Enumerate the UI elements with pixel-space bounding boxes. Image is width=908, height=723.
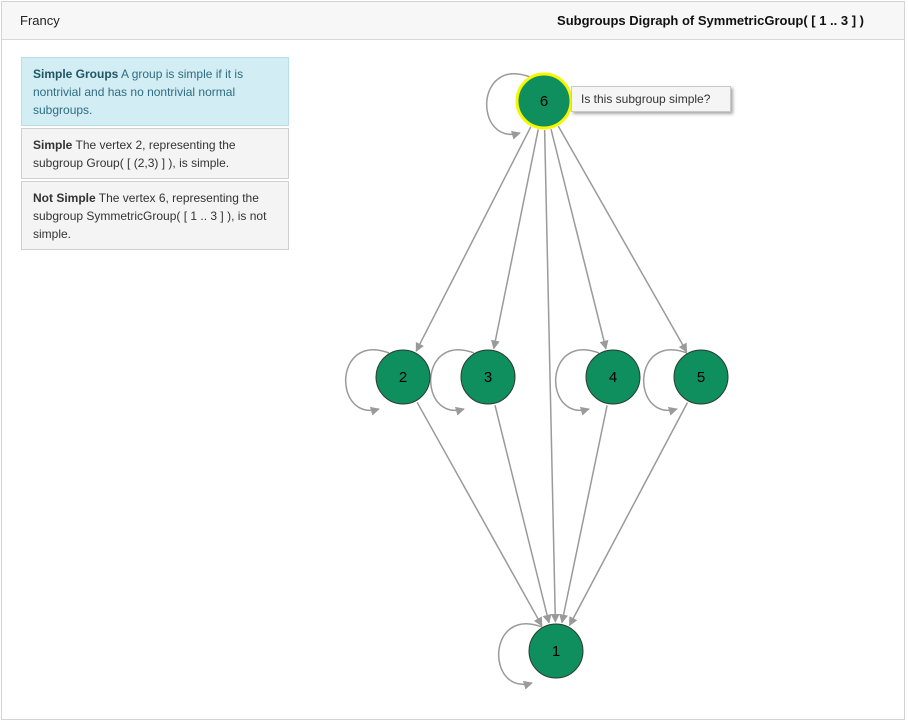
edge-2-1 bbox=[416, 401, 543, 627]
vertex-circle[interactable] bbox=[528, 623, 584, 679]
info-panel-not-simple: Not Simple The vertex 6, representing th… bbox=[21, 181, 289, 250]
graph-title: Subgroups Digraph of SymmetricGroup( [ 1… bbox=[557, 13, 864, 28]
vertex-3[interactable]: 3 bbox=[460, 349, 516, 405]
self-loop-5 bbox=[642, 349, 688, 416]
info-panel-simple: Simple The vertex 2, representing the su… bbox=[21, 128, 289, 179]
self-loop-3 bbox=[429, 349, 475, 416]
self-loop-4 bbox=[554, 349, 600, 416]
panel-heading: Simple Groups bbox=[33, 67, 119, 81]
vertex-label: 2 bbox=[399, 369, 407, 386]
vertex-5[interactable]: 5 bbox=[673, 349, 729, 405]
edge-5-1 bbox=[568, 402, 689, 627]
vertex-circle[interactable] bbox=[460, 349, 516, 405]
panel-heading: Not Simple bbox=[33, 191, 96, 205]
app-name: Francy bbox=[20, 13, 60, 28]
tooltip: Is this subgroup simple? bbox=[571, 86, 731, 112]
vertex-6[interactable]: 6 bbox=[515, 72, 573, 130]
edge-4-1 bbox=[559, 405, 608, 624]
title-bar: Francy Subgroups Digraph of SymmetricGro… bbox=[2, 2, 904, 40]
edge-3-1 bbox=[494, 404, 552, 624]
panel-text: A group is simple if it is nontrivial an… bbox=[33, 67, 244, 117]
vertex-4[interactable]: 4 bbox=[585, 349, 641, 405]
panel-text: The vertex 2, representing the subgroup … bbox=[33, 138, 236, 170]
vertex-circle[interactable] bbox=[673, 349, 729, 405]
self-loop-6 bbox=[485, 73, 531, 140]
edge-6-1 bbox=[543, 129, 560, 623]
edge-6-4 bbox=[550, 128, 609, 350]
vertex-label: 3 bbox=[484, 369, 492, 386]
panel-text: The vertex 6, representing the subgroup … bbox=[33, 191, 267, 241]
self-loop-1 bbox=[497, 623, 543, 690]
panel-heading: Simple bbox=[33, 138, 73, 152]
edge-6-5 bbox=[557, 125, 688, 353]
vertex-2[interactable]: 2 bbox=[375, 349, 431, 405]
vertex-circle[interactable] bbox=[375, 349, 431, 405]
edge-6-3 bbox=[490, 129, 539, 350]
vertex-label: 1 bbox=[552, 643, 560, 660]
self-loop-2 bbox=[344, 349, 390, 416]
vertex-label: 6 bbox=[540, 93, 548, 110]
info-panel-simple-groups: Simple Groups A group is simple if it is… bbox=[21, 57, 289, 126]
vertex-circle[interactable] bbox=[585, 349, 641, 405]
vertex-label: 5 bbox=[697, 369, 705, 386]
vertex-label: 4 bbox=[609, 369, 617, 386]
vertex-1[interactable]: 1 bbox=[528, 623, 584, 679]
edge-6-2 bbox=[415, 126, 532, 352]
